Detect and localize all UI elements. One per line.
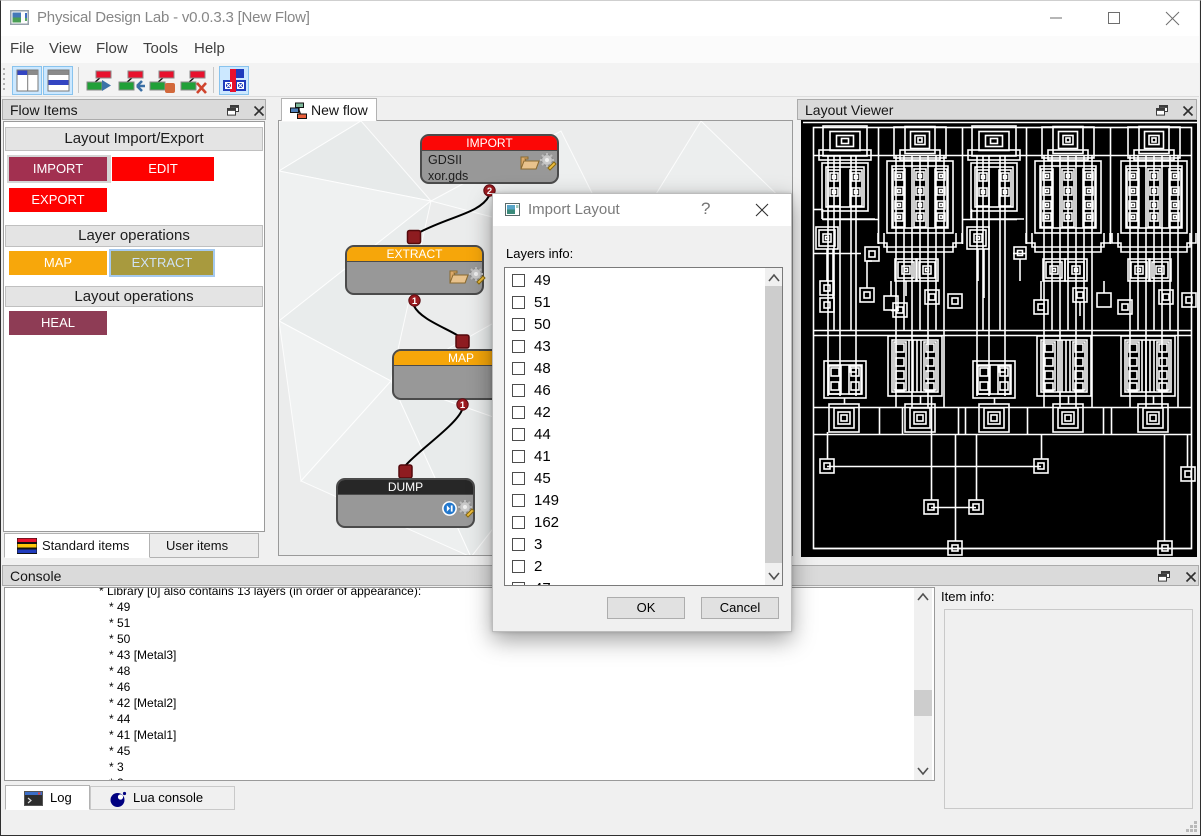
svg-text:1: 1 <box>412 296 418 307</box>
svg-text:2: 2 <box>487 186 492 197</box>
svg-text:1: 1 <box>460 400 466 411</box>
